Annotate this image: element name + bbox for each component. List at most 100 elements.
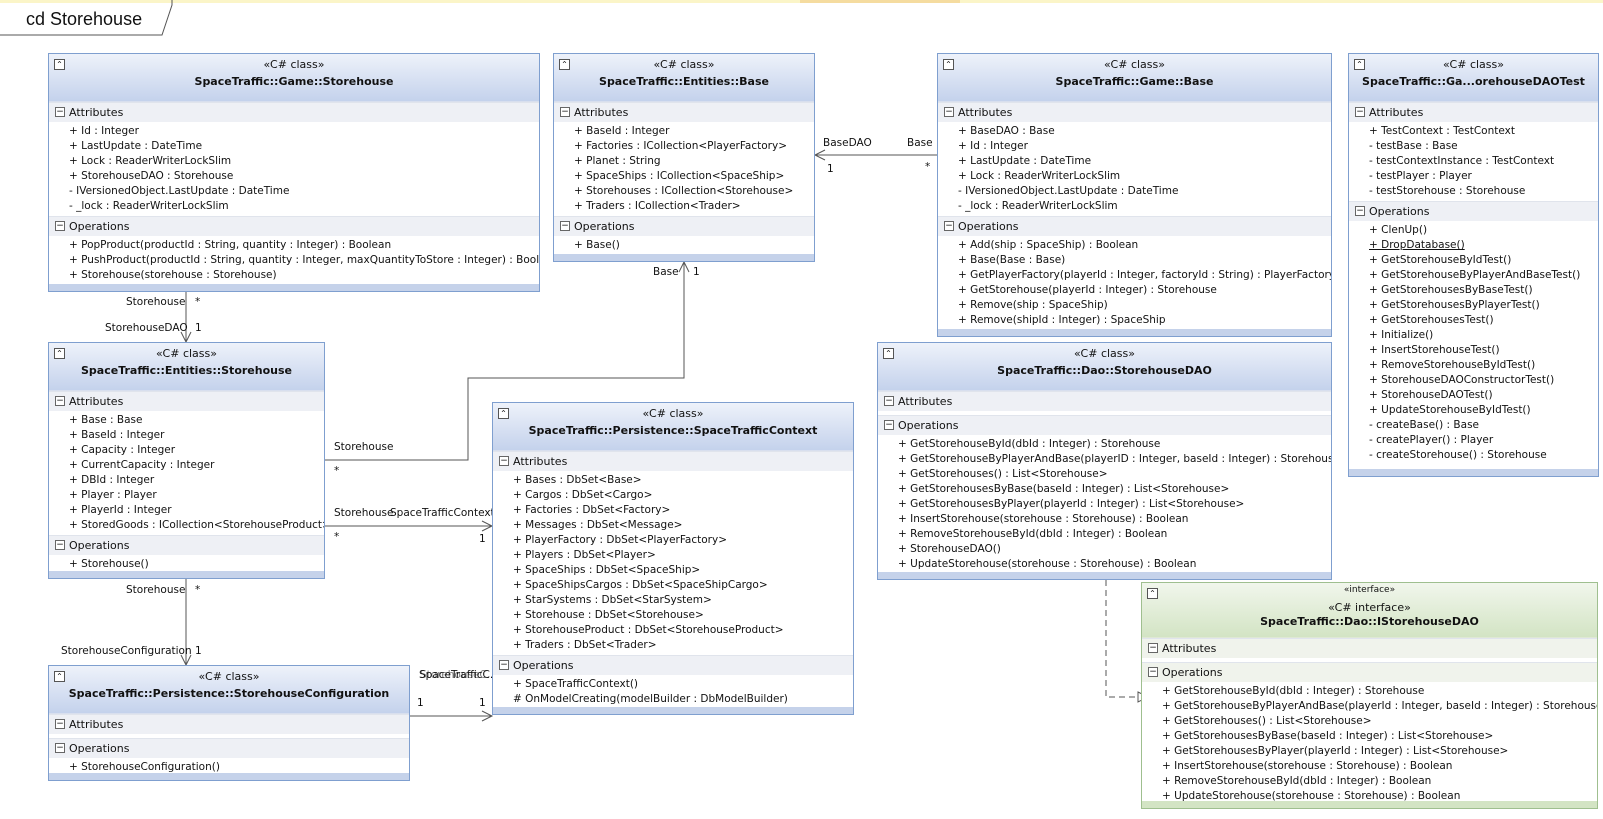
collapse-icon[interactable]: ⌃ [943, 59, 954, 70]
operation-item[interactable]: + StorehouseDAOConstructorTest() [1369, 374, 1555, 386]
attribute-item[interactable]: + Cargos : DbSet<Cargo> [513, 489, 653, 501]
attribute-item[interactable]: + Base : Base [69, 414, 143, 426]
attribute-item[interactable]: + SpaceShipsCargos : DbSet<SpaceShipCarg… [513, 579, 768, 591]
operations-section-header[interactable]: −Operations [878, 415, 1331, 435]
attribute-item[interactable]: + Capacity : Integer [69, 444, 176, 456]
class-entities-storehouse[interactable]: ⌃«C# class»SpaceTraffic::Entities::Store… [48, 342, 325, 579]
collapse-minus-icon[interactable]: − [884, 396, 894, 406]
operation-item[interactable]: + GetStorehouseByPlayerAndBaseTest() [1369, 269, 1581, 281]
attributes-section-header[interactable]: −Attributes [493, 451, 853, 471]
operation-item[interactable]: + PopProduct(productId : String, quantit… [69, 239, 392, 251]
collapse-minus-icon[interactable]: − [944, 107, 954, 117]
collapse-icon[interactable]: ⌃ [559, 59, 570, 70]
attribute-item[interactable]: + DBId : Integer [69, 474, 155, 486]
operation-item[interactable]: + GetStorehouseByIdTest() [1369, 254, 1512, 266]
collapse-minus-icon[interactable]: − [499, 660, 509, 670]
operations-section-header[interactable]: −Operations [49, 535, 324, 555]
class-space-traffic-context[interactable]: ⌃«C# class»SpaceTraffic::Persistence::Sp… [492, 402, 854, 715]
operation-item[interactable]: + GetStorehousesByBase(baseId : Integer)… [898, 483, 1230, 495]
operations-section-header[interactable]: −Operations [49, 216, 539, 236]
collapse-minus-icon[interactable]: − [55, 540, 65, 550]
operation-item[interactable]: + GetStorehouseByPlayerAndBase(playerId … [1162, 700, 1597, 712]
attribute-item[interactable]: + BaseDAO : Base [958, 125, 1055, 137]
operations-section-header[interactable]: −Operations [49, 738, 409, 758]
operation-item[interactable]: + StorehouseConfiguration() [69, 761, 220, 773]
operations-section-header[interactable]: −Operations [493, 655, 853, 675]
operation-item[interactable]: + Base() [574, 239, 620, 251]
collapse-minus-icon[interactable]: − [55, 396, 65, 406]
attribute-item[interactable]: + Traders : DbSet<Trader> [513, 639, 657, 651]
operation-item[interactable]: + GetStorehousesByBaseTest() [1369, 284, 1533, 296]
operation-item[interactable]: + InsertStorehouse(storehouse : Storehou… [1162, 760, 1453, 772]
attribute-item[interactable]: + StarSystems : DbSet<StarSystem> [513, 594, 712, 606]
collapse-icon[interactable]: ⌃ [1147, 588, 1158, 599]
attribute-item[interactable]: + Storehouses : ICollection<Storehouse> [574, 185, 794, 197]
operation-item[interactable]: + UpdateStorehouse(storehouse : Storehou… [898, 558, 1197, 570]
attribute-item[interactable]: + PlayerFactory : DbSet<PlayerFactory> [513, 534, 727, 546]
operation-item[interactable]: + ClenUp() [1369, 224, 1428, 236]
operation-item[interactable]: + SpaceTrafficContext() [513, 678, 639, 690]
operation-item[interactable]: + GetStorehouses() : List<Storehouse> [898, 468, 1108, 480]
attribute-item[interactable]: + StorehouseDAO : Storehouse [69, 170, 234, 182]
attribute-item[interactable]: + Lock : ReaderWriterLockSlim [69, 155, 232, 167]
operation-item[interactable]: + Initialize() [1369, 329, 1434, 341]
attribute-item[interactable]: + Messages : DbSet<Message> [513, 519, 683, 531]
operation-item[interactable]: + GetStorehousesTest() [1369, 314, 1494, 326]
attribute-item[interactable]: - IVersionedObject.LastUpdate : DateTime [69, 185, 290, 197]
attributes-section-header[interactable]: −Attributes [554, 102, 814, 122]
operation-item[interactable]: + Storehouse() [69, 558, 149, 570]
collapse-minus-icon[interactable]: − [1355, 206, 1365, 216]
class-entities-base[interactable]: ⌃«C# class»SpaceTraffic::Entities::Base−… [553, 53, 815, 262]
attributes-section-header[interactable]: −Attributes [49, 391, 324, 411]
attribute-item[interactable]: + CurrentCapacity : Integer [69, 459, 215, 471]
operation-item[interactable]: + GetStorehousesByPlayer(playerId : Inte… [1162, 745, 1509, 757]
attribute-item[interactable]: + BaseId : Integer [574, 125, 670, 137]
attribute-item[interactable]: + LastUpdate : DateTime [69, 140, 203, 152]
interface-istorehouse-dao[interactable]: ⌃«interface»«C# interface»SpaceTraffic::… [1141, 582, 1598, 809]
operation-item[interactable]: + Storehouse(storehouse : Storehouse) [69, 269, 277, 281]
operation-item[interactable]: + Remove(ship : SpaceShip) [958, 299, 1108, 311]
operation-item[interactable]: + DropDatabase() [1369, 239, 1465, 251]
operation-item[interactable]: + GetStorehouse(playerId : Integer) : St… [958, 284, 1217, 296]
attribute-item[interactable]: + Players : DbSet<Player> [513, 549, 656, 561]
collapse-minus-icon[interactable]: − [55, 743, 65, 753]
operation-item[interactable]: + UpdateStorehouseByIdTest() [1369, 404, 1531, 416]
operation-item[interactable]: + GetStorehousesByBase(baseId : Integer)… [1162, 730, 1494, 742]
operation-item[interactable]: + GetStorehouseById(dbId : Integer) : St… [1162, 685, 1425, 697]
collapse-minus-icon[interactable]: − [944, 221, 954, 231]
operation-item[interactable]: + StorehouseDAOTest() [1369, 389, 1493, 401]
attribute-item[interactable]: - testBase : Base [1369, 140, 1458, 152]
attribute-item[interactable]: + PlayerId : Integer [69, 504, 172, 516]
collapse-minus-icon[interactable]: − [55, 107, 65, 117]
attribute-item[interactable]: + TestContext : TestContext [1369, 125, 1515, 137]
collapse-icon[interactable]: ⌃ [54, 671, 65, 682]
operations-section-header[interactable]: −Operations [938, 216, 1331, 236]
attribute-item[interactable]: - _lock : ReaderWriterLockSlim [69, 200, 229, 212]
attribute-item[interactable]: + Player : Player [69, 489, 157, 501]
attribute-item[interactable]: + LastUpdate : DateTime [958, 155, 1092, 167]
operation-item[interactable]: - createBase() : Base [1369, 419, 1479, 431]
attributes-section-header[interactable]: −Attributes [1349, 102, 1598, 122]
operation-item[interactable]: + GetStorehouseByPlayerAndBase(playerID … [898, 453, 1331, 465]
operation-item[interactable]: + InsertStorehouse(storehouse : Storehou… [898, 513, 1189, 525]
attribute-item[interactable]: + Factories : DbSet<Factory> [513, 504, 671, 516]
collapse-icon[interactable]: ⌃ [54, 348, 65, 359]
class-storehouse-dao[interactable]: ⌃«C# class»SpaceTraffic::Dao::Storehouse… [877, 342, 1332, 580]
attribute-item[interactable]: - testPlayer : Player [1369, 170, 1472, 182]
operation-item[interactable]: + GetStorehousesByPlayerTest() [1369, 299, 1540, 311]
collapse-minus-icon[interactable]: − [1148, 667, 1158, 677]
collapse-minus-icon[interactable]: − [55, 719, 65, 729]
attribute-item[interactable]: + Planet : String [574, 155, 661, 167]
operation-item[interactable]: # OnModelCreating(modelBuilder : DbModel… [513, 693, 788, 705]
operation-item[interactable]: + Base(Base : Base) [958, 254, 1066, 266]
attributes-section-header[interactable]: −Attributes [49, 714, 409, 734]
operation-item[interactable]: + RemoveStorehouseByIdTest() [1369, 359, 1536, 371]
attribute-item[interactable]: + Traders : ICollection<Trader> [574, 200, 741, 212]
attribute-item[interactable]: + Factories : ICollection<PlayerFactory> [574, 140, 787, 152]
attribute-item[interactable]: - testStorehouse : Storehouse [1369, 185, 1526, 197]
operation-item[interactable]: + Add(ship : SpaceShip) : Boolean [958, 239, 1139, 251]
attribute-item[interactable]: + BaseId : Integer [69, 429, 165, 441]
collapse-icon[interactable]: ⌃ [883, 348, 894, 359]
operation-item[interactable]: + PushProduct(productId : String, quanti… [69, 254, 539, 266]
operations-section-header[interactable]: −Operations [1349, 201, 1598, 221]
